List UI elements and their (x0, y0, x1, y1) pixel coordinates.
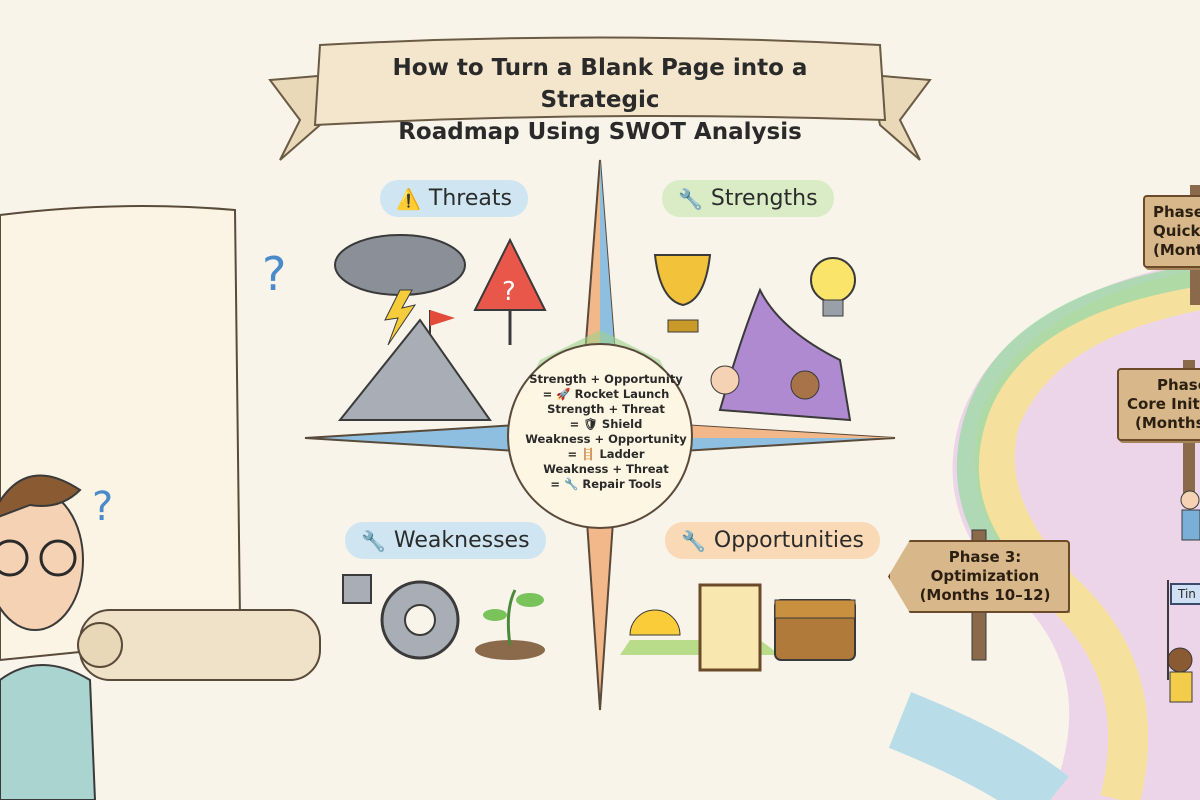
sign-line: (Months 10–12) (919, 586, 1051, 604)
threats-illustration: ? (334, 234, 547, 421)
sign-line: Optimization (930, 567, 1040, 585)
timeline-flag: Tin (1170, 583, 1200, 605)
combination-item: Strength + Opportunity= 🚀 Rocket Launch (518, 372, 694, 402)
sign-line: Phase 3: (948, 548, 1022, 566)
sign-line: Phase (1153, 203, 1200, 221)
wrench-icon: 🔧 (681, 528, 706, 553)
combination-result: = 🛡 Shield (569, 417, 643, 431)
combination-pair: Weakness + Opportunity (525, 432, 687, 446)
quadrant-weaknesses: 🔧 Weaknesses (345, 522, 546, 559)
question-mark-icon: ? (262, 247, 286, 301)
quadrant-threats: ⚠️ Threats (380, 180, 528, 217)
broken-tool-icon: 🔧 (361, 528, 386, 553)
svg-text:?: ? (502, 277, 516, 307)
strengths-label: Strengths (710, 186, 818, 211)
title-banner (268, 36, 932, 161)
question-mark-icon: ? (92, 484, 113, 530)
wrench-icon: 🔧 (678, 186, 703, 211)
sign-line: Phase (1157, 376, 1200, 394)
threats-label: Threats (428, 186, 512, 211)
compass-star (304, 159, 896, 711)
combination-item: Weakness + Threat= 🔧 Repair Tools (518, 462, 694, 492)
strengths-illustration (653, 254, 856, 422)
page-title: How to Turn a Blank Page into a Strategi… (330, 52, 870, 148)
quadrant-strengths: 🔧 Strengths (662, 180, 834, 217)
quadrant-opportunities: 🔧 Opportunities (665, 522, 881, 559)
combination-result: = 🪜 Ladder (567, 447, 645, 461)
combination-item: Strength + Threat= 🛡 Shield (518, 402, 694, 432)
warning-icon: ⚠️ (396, 186, 421, 211)
swot-combinations: Strength + Opportunity= 🚀 Rocket Launch … (518, 372, 694, 492)
combination-result: = 🚀 Rocket Launch (542, 387, 670, 401)
combination-pair: Strength + Opportunity (529, 372, 683, 386)
sign-line: (Month (1153, 241, 1200, 259)
weaknesses-label: Weaknesses (393, 528, 530, 553)
rainbow-road (888, 260, 1200, 800)
opportunities-label: Opportunities (713, 528, 865, 553)
sign-line: Core Initi (1127, 395, 1200, 413)
weaknesses-illustration (342, 574, 545, 660)
signpost-phase-1: Phase Quick (Month (1143, 195, 1200, 268)
combination-pair: Strength + Threat (547, 402, 665, 416)
title-line-1: How to Turn a Blank Page into a Strategi… (392, 55, 808, 113)
signpost-phase-2: Phase Core Initi (Months (1117, 368, 1200, 441)
title-line-2: Roadmap Using SWOT Analysis (398, 119, 802, 145)
signpost-phase-3: Phase 3: Optimization (Months 10–12) (888, 540, 1070, 613)
combination-result: = 🔧 Repair Tools (550, 477, 662, 491)
walking-people (1167, 490, 1200, 703)
sign-line: Quick (1153, 222, 1200, 240)
combination-item: Weakness + Opportunity= 🪜 Ladder (518, 432, 694, 462)
sign-line: (Months (1135, 414, 1200, 432)
combination-pair: Weakness + Threat (543, 462, 669, 476)
confused-person (0, 474, 97, 800)
opportunities-illustration (620, 583, 856, 672)
